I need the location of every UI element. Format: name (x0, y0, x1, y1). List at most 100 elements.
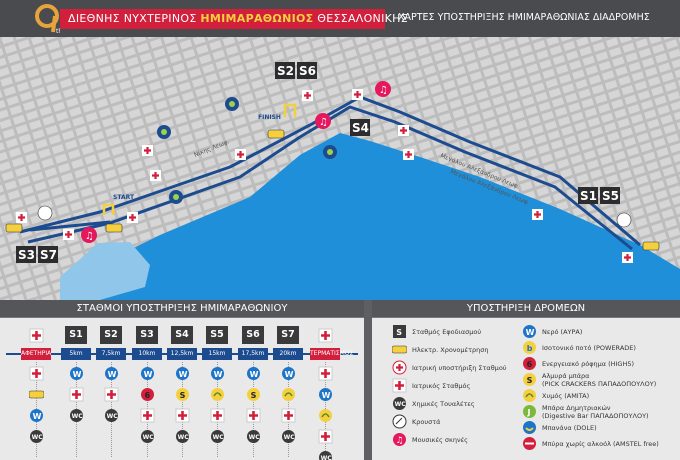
medical-cross-icon (29, 328, 44, 343)
title-part-1: ΔΙΕΘΝΗΣ ΝΥΧΤΕΡΙΝΟΣ (68, 12, 197, 25)
medical-icon (246, 408, 261, 423)
runners-panel-title: ΥΠΟΣΤΗΡΙΞΗ ΔΡΟΜΕΩΝ (372, 300, 680, 318)
svg-text:♫: ♫ (319, 117, 328, 128)
route-map: Νίκης Λεωφ. Μεγάλου Αλεξάνδρου Λεωφ. Μεγ… (0, 37, 680, 300)
wc-icon: WC (210, 429, 225, 444)
sea (85, 133, 680, 300)
water-icon: W (210, 366, 225, 381)
medical-icon (281, 408, 296, 423)
svg-text:WC: WC (107, 413, 119, 420)
brand-logo: th (35, 4, 60, 34)
svg-text:W: W (73, 370, 82, 379)
medical-icon (210, 408, 225, 423)
svg-text:W: W (285, 370, 294, 379)
page-title: ΔΙΕΘΝΗΣ ΝΥΧΤΕΡΙΝΟΣ ΗΜΙΜΑΡΑΘΩΝΙΟΣ ΘΕΣΣΑΛΟ… (60, 9, 408, 29)
km-marker: 20km (273, 348, 303, 360)
svg-text:WC: WC (284, 434, 296, 441)
svg-text:WC: WC (249, 434, 261, 441)
svg-text:♫: ♫ (396, 436, 404, 446)
medical-cross-icon (16, 89, 633, 263)
legend-label: Ενεργειακό ρόφημα (HIGH5) (542, 360, 635, 368)
station-header-s6: S6 (242, 326, 264, 344)
snack-icon: S (246, 387, 261, 402)
km-marker: ΤΕΡΜΑΤΙΣΜΟΣ (310, 348, 353, 360)
wc-icon: WC (281, 429, 296, 444)
svg-text:S: S (396, 328, 402, 337)
water-icon: W (318, 387, 333, 402)
water-icon: W (104, 366, 119, 381)
svg-text:S4: S4 (352, 121, 369, 135)
svg-text:♫: ♫ (85, 231, 94, 242)
page-subtitle: ΧΑΡΤΕΣ ΥΠΟΣΤΗΡΙΞΗΣ ΗΜΙΜΑΡΑΘΩΝΙΑΣ ΔΙΑΔΡΟΜ… (398, 12, 650, 23)
title-part-2: ΗΜΙΜΑΡΑΘΩΝΙΟΣ (200, 12, 314, 25)
svg-text:W: W (108, 370, 117, 379)
svg-text:WC: WC (395, 401, 407, 408)
svg-text:W: W (250, 370, 259, 379)
km-marker: 10km (132, 348, 162, 360)
svg-text:W: W (322, 391, 331, 400)
km-marker: 12,5km (167, 348, 197, 360)
water-marker-icon (157, 97, 337, 204)
legend-label: Νερό (ΑΥΡΑ) (542, 328, 583, 336)
svg-text:b: b (527, 344, 533, 353)
wc-icon: WC (104, 408, 119, 423)
station-header-s1: S1 (65, 326, 87, 344)
gel-icon: 6 (140, 387, 155, 402)
medical-cross-icon (318, 328, 333, 343)
music-stage-icon: ♫ ♫ ♫ (81, 81, 391, 243)
beer-icon (522, 436, 537, 451)
legend-label: Χυμός (AMITA) (542, 392, 590, 400)
sponge-icon (522, 388, 537, 403)
medical-icon (69, 387, 84, 402)
snack-icon: S (522, 372, 537, 387)
svg-text:6: 6 (145, 391, 151, 400)
svg-text:W: W (214, 370, 223, 379)
water-icon: W (175, 366, 190, 381)
medical-icon (29, 366, 44, 381)
timing-mat-icon (5, 129, 660, 251)
svg-text:WC: WC (32, 434, 44, 441)
station-header-s2: S2 (100, 326, 122, 344)
percussion-icon (37, 205, 632, 228)
station-header-s3: S3 (136, 326, 158, 344)
legend-label: Μπανάνα (DOLE) (542, 424, 597, 432)
station-header-s5: S5 (206, 326, 228, 344)
svg-text:W: W (179, 370, 188, 379)
water-icon: W (246, 366, 261, 381)
svg-text:W: W (526, 328, 535, 337)
km-marker: 5km (61, 348, 91, 360)
legend-label: Μουσικές σκηνές (412, 436, 468, 444)
svg-text:WC: WC (178, 434, 190, 441)
legend-label: Ιατρικός Σταθμός (412, 382, 471, 390)
svg-text:S3: S3 (18, 248, 35, 262)
svg-text:S: S (527, 376, 533, 385)
water-icon: W (281, 366, 296, 381)
svg-text:S6: S6 (299, 64, 316, 78)
header-bar: th ΔΙΕΘΝΗΣ ΝΥΧΤΕΡΙΝΟΣ ΗΜΙΜΑΡΑΘΩΝΙΟΣ ΘΕΣΣ… (0, 0, 680, 37)
sponge-icon (318, 408, 333, 423)
km-marker: 7,5km (96, 348, 126, 360)
wc-icon: WC (175, 429, 190, 444)
medical-icon (318, 429, 333, 444)
harbour-pier (60, 242, 150, 300)
legend-label: Ηλεκτρ. Χρονομέτρηση (412, 346, 489, 354)
wc-icon: WC (246, 429, 261, 444)
station-icon: S (392, 324, 407, 339)
finish-label: FINISH (258, 114, 281, 121)
svg-text:J: J (527, 408, 531, 417)
svg-text:WC: WC (72, 413, 84, 420)
station-labels: S2 S6 S4 S1 S5 S3 S7 (16, 62, 620, 263)
medical-icon (175, 408, 190, 423)
legend-label: Κρουστά (412, 418, 441, 426)
bar-icon: J (522, 404, 537, 419)
medical-circle-icon (392, 360, 407, 375)
music-icon: ♫ (392, 432, 407, 447)
svg-text:WC: WC (143, 434, 155, 441)
start-arch (102, 203, 115, 215)
stations-panel-title: ΣΤΑΘΜΟΙ ΥΠΟΣΤΗΡΙΞΗΣ ΗΜΙΜΑΡΑΘΩΝΙΟΥ (0, 300, 364, 318)
timing-icon (28, 387, 45, 402)
start-label: START (113, 194, 135, 201)
km-marker: 17,5km (238, 348, 268, 360)
